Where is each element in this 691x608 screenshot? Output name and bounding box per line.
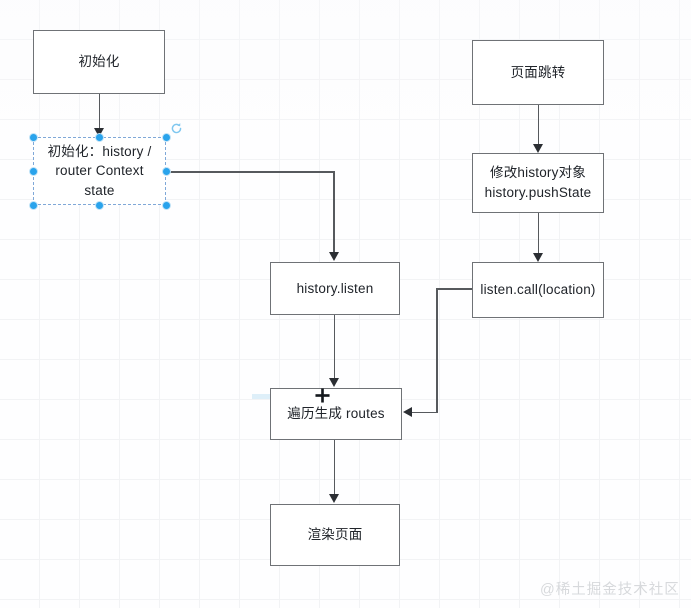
connector-context-to-listen-arrowhead: [329, 252, 339, 261]
connector-jump-to-pushstate-line: [537, 105, 540, 145]
node-history-listen[interactable]: history.listen: [270, 262, 400, 315]
connector-pushstate-to-listencall-arrowhead: [533, 253, 543, 262]
node-init[interactable]: 初始化: [33, 30, 165, 94]
handle-top-left[interactable]: [28, 132, 38, 142]
node-render-page[interactable]: 渲染页面: [270, 504, 400, 566]
connector-listencall-to-routes-vertical: [436, 288, 438, 413]
connector-routes-to-render-line: [333, 440, 336, 495]
connector-context-to-listen-vertical: [333, 171, 335, 253]
node-history-listen-label: history.listen: [296, 280, 374, 296]
handle-top-center[interactable]: [95, 132, 104, 142]
connector-pushstate-to-listencall-line: [537, 213, 540, 254]
handle-bottom-center[interactable]: [95, 200, 104, 210]
connector-jump-to-pushstate-arrowhead: [533, 144, 543, 153]
handle-top-right[interactable]: [161, 132, 171, 142]
rotate-icon[interactable]: [170, 122, 183, 135]
routes-hover-tint: [252, 394, 274, 399]
node-push-state-label: 修改history对象 history.pushState: [484, 165, 592, 200]
connector-routes-to-render-arrowhead: [329, 494, 339, 503]
connector-listencall-to-routes-h1: [436, 288, 473, 290]
node-init-context-label: 初始化：history / router Context state: [47, 143, 152, 198]
connector-listen-to-routes-arrowhead: [329, 378, 339, 387]
handle-bottom-left[interactable]: [28, 200, 38, 210]
connector-context-to-listen-horizontal: [166, 171, 334, 173]
node-listen-call[interactable]: listen.call(location): [472, 262, 604, 318]
handle-middle-left[interactable]: [28, 166, 38, 176]
connector-listencall-to-routes-h2: [412, 411, 437, 414]
handle-bottom-right[interactable]: [161, 200, 171, 210]
node-page-jump-label: 页面跳转: [510, 64, 566, 80]
node-push-state[interactable]: 修改history对象 history.pushState: [472, 153, 604, 213]
node-gen-routes[interactable]: 遍历生成 routes: [270, 388, 402, 440]
node-page-jump[interactable]: 页面跳转: [472, 40, 604, 105]
node-init-label: 初始化: [78, 54, 120, 70]
node-listen-call-label: listen.call(location): [480, 282, 596, 298]
handle-middle-right[interactable]: [161, 166, 171, 176]
watermark: @稀土掘金技术社区: [540, 582, 680, 598]
connector-init-to-context-line: [98, 94, 101, 130]
node-gen-routes-label: 遍历生成 routes: [287, 406, 385, 422]
crosshair-cursor: [315, 388, 330, 408]
connector-listencall-to-routes-arrowhead: [403, 407, 412, 417]
node-render-page-label: 渲染页面: [307, 527, 363, 543]
connector-listen-to-routes-line: [333, 315, 336, 379]
node-init-context[interactable]: 初始化：history / router Context state: [33, 137, 166, 205]
